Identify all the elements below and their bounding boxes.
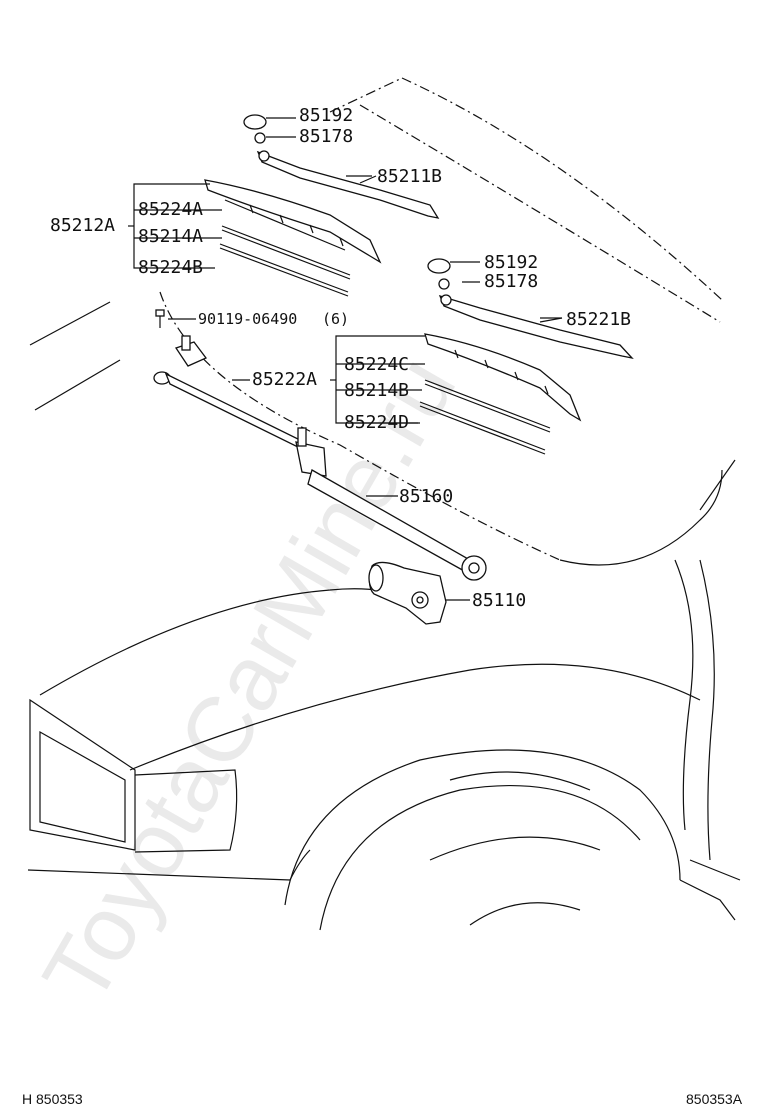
left-nut-icon [254, 132, 296, 144]
left-blade-icon [204, 179, 382, 297]
label-rubber-left: 85214A [138, 226, 203, 247]
wiper-motor-icon [368, 561, 470, 625]
label-blade-right-c: 85224C [344, 354, 409, 375]
label-bolt: 90119-06490 [198, 310, 297, 328]
label-cap-left: 85192 [299, 105, 353, 126]
label-blade-left-a: 85224A [138, 199, 203, 220]
label-cap-right: 85192 [484, 252, 538, 273]
right-blade-icon [419, 333, 582, 455]
leader-lines [346, 175, 562, 497]
label-blade-left-b: 85224B [138, 257, 203, 278]
label-blade-assy-left: 85212A [50, 215, 115, 236]
bolt-icon [155, 309, 196, 328]
right-arm-icon [438, 294, 634, 360]
right-nut-icon [438, 278, 480, 290]
label-link-rod: 85160 [399, 486, 453, 507]
label-nut-left: 85178 [299, 126, 353, 147]
wiper-linkage-icon [153, 335, 487, 581]
left-blade-bracket [128, 183, 222, 269]
label-nut-right: 85178 [484, 271, 538, 292]
label-bolt-qty: (6) [322, 310, 349, 328]
right-cap-icon [427, 258, 480, 274]
label-arm-left: 85211B [377, 166, 442, 187]
footer-left-code: H 850353 [22, 1091, 83, 1107]
watermark: ToyotaCarMine.ru [24, 340, 475, 1020]
label-blade-right-d: 85224D [344, 412, 409, 433]
label-rubber-right: 85214B [344, 380, 409, 401]
left-cap-icon [243, 114, 296, 130]
label-arm-right: 85221B [566, 309, 631, 330]
label-motor: 85110 [472, 590, 526, 611]
fender-outline [27, 559, 741, 931]
left-arm-icon [256, 150, 440, 219]
label-link-assy: 85222A [252, 369, 317, 390]
footer-right-code: 850353A [686, 1091, 743, 1107]
